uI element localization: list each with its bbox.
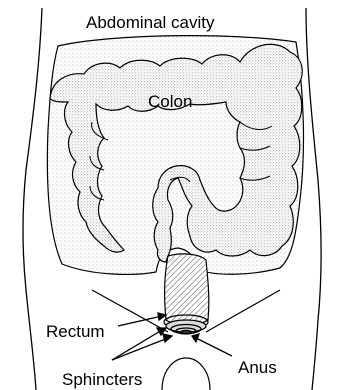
label-rectum: Rectum xyxy=(46,322,105,341)
label-anus: Anus xyxy=(238,358,277,377)
label-colon: Colon xyxy=(148,92,192,111)
label-sphincters: Sphincters xyxy=(62,370,142,389)
label-abdominal-cavity: Abdominal cavity xyxy=(86,13,215,32)
rectum xyxy=(165,254,209,325)
